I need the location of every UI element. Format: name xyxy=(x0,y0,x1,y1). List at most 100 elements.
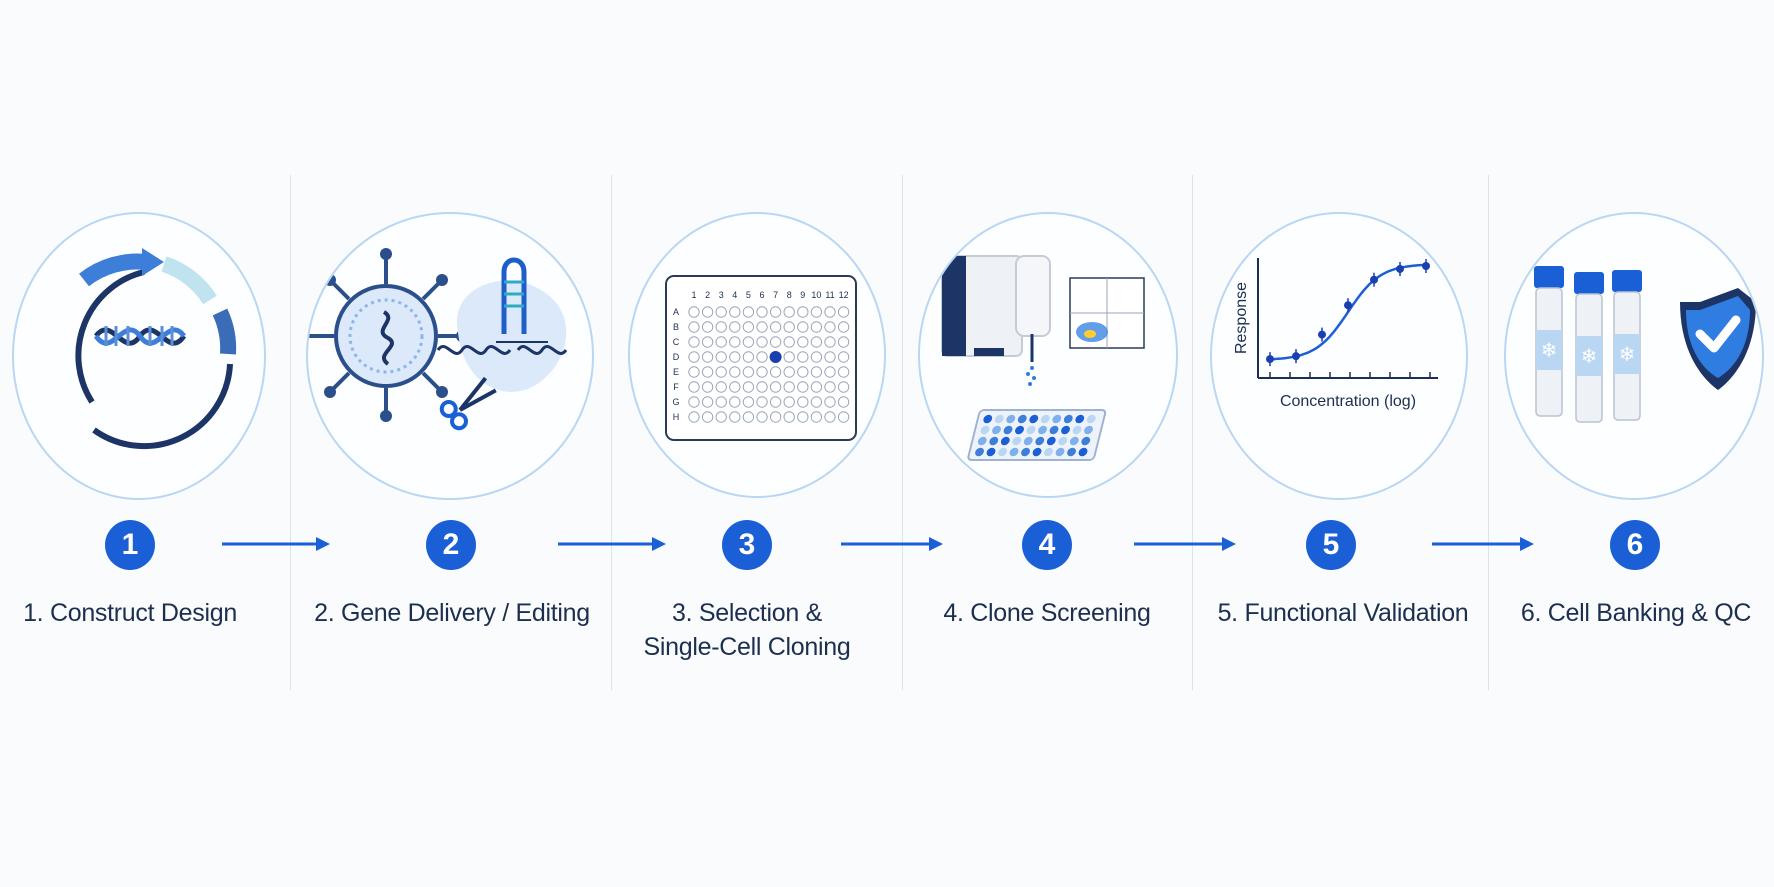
step-5-label: 5. Functional Validation xyxy=(1217,599,1469,627)
plate-column-label: 1 xyxy=(691,290,696,300)
plate-well xyxy=(769,306,782,318)
data-point xyxy=(1370,275,1378,284)
cryovial-shield-icon: ❄❄❄ xyxy=(1534,266,1756,423)
plate-well xyxy=(701,306,714,318)
plate-well xyxy=(837,381,850,393)
plate-row-label: D xyxy=(673,352,680,362)
step-divider xyxy=(902,175,903,690)
plate-well xyxy=(756,351,768,363)
plate-well xyxy=(756,336,768,348)
plate-well xyxy=(701,411,714,423)
cryovial-label xyxy=(1614,334,1640,374)
plate-well xyxy=(769,366,782,378)
step-3-number: 3 xyxy=(722,520,772,570)
step-5-number: 5 xyxy=(1306,520,1356,570)
plate-row-label: C xyxy=(673,337,680,347)
plate-well xyxy=(837,351,850,363)
arrow-right-icon xyxy=(1134,537,1236,551)
screening-well xyxy=(1000,436,1010,446)
step-3-label-line2: Single-Cell Cloning xyxy=(643,633,851,661)
screening-well xyxy=(983,414,993,424)
step-2-number: 2 xyxy=(426,520,476,570)
plate-row-label: E xyxy=(673,367,679,377)
screening-well xyxy=(1017,414,1027,424)
screening-well xyxy=(1044,447,1053,457)
screening-well xyxy=(1075,414,1085,424)
construct-design-illustration xyxy=(12,212,266,500)
step-divider xyxy=(611,175,612,690)
data-point xyxy=(1292,352,1300,361)
plate-well xyxy=(742,321,755,333)
plate-well xyxy=(797,381,809,393)
screening-well xyxy=(1029,414,1039,424)
snowflake-icon: ❄ xyxy=(1541,338,1558,362)
plate-well xyxy=(810,411,823,423)
plate-well xyxy=(837,336,850,348)
plate-well xyxy=(729,336,741,348)
plate-row-label: B xyxy=(673,322,679,332)
plate-row-label: G xyxy=(672,397,679,407)
plate-well xyxy=(824,321,836,333)
screening-well xyxy=(989,436,999,446)
plate-well xyxy=(729,366,741,378)
screening-well xyxy=(1038,425,1047,435)
screening-well xyxy=(1003,425,1013,435)
plate-well xyxy=(769,336,782,348)
cryovial-cap xyxy=(1612,270,1642,292)
step-3-label-line1: 3. Selection & xyxy=(671,599,823,627)
plate-well-selected xyxy=(769,351,782,363)
screening-well xyxy=(1021,447,1030,457)
flow-cytometer-icon xyxy=(941,255,1145,461)
plate-well xyxy=(756,366,768,378)
arrow-right-icon xyxy=(1432,537,1534,551)
dose-response-curve-icon: Response Concentration (log) xyxy=(1233,258,1438,410)
plate-column-label: 7 xyxy=(773,290,778,300)
step-4-label: 4. Clone Screening xyxy=(943,599,1151,627)
screening-well xyxy=(975,447,984,457)
plate-well xyxy=(715,321,727,333)
functional-validation-illustration: Response Concentration (log) xyxy=(1210,212,1468,500)
screening-well xyxy=(1067,447,1076,457)
plate-well xyxy=(715,351,727,363)
data-point xyxy=(1266,355,1274,364)
clone-screening-illustration xyxy=(918,212,1178,498)
data-point xyxy=(1344,301,1352,310)
plate-well xyxy=(824,306,836,318)
plate-well xyxy=(729,351,741,363)
plate-well xyxy=(742,336,755,348)
plasmid-dna-icon xyxy=(75,248,237,450)
screening-well xyxy=(1015,425,1024,435)
arrow-right-icon xyxy=(558,537,666,551)
plate-well xyxy=(810,306,823,318)
plate-column-label: 8 xyxy=(787,290,792,300)
plate-well xyxy=(837,411,850,423)
plate-well xyxy=(688,411,700,423)
plate-well xyxy=(729,381,741,393)
screening-well xyxy=(1058,436,1068,446)
screening-well xyxy=(1063,414,1073,424)
snowflake-icon: ❄ xyxy=(1619,342,1636,366)
plate-well xyxy=(701,381,714,393)
plate-well xyxy=(824,396,836,408)
screening-well xyxy=(1086,414,1096,424)
plate-well xyxy=(756,411,768,423)
plate-well xyxy=(797,351,809,363)
plate-well xyxy=(701,396,714,408)
plate-well xyxy=(742,306,755,318)
plate-well xyxy=(797,396,809,408)
screening-well xyxy=(1035,436,1045,446)
screening-well xyxy=(1026,425,1036,435)
plate-well xyxy=(797,366,809,378)
plate-well xyxy=(824,411,836,423)
plate-well xyxy=(810,351,823,363)
plate-well xyxy=(729,306,741,318)
step-4-number: 4 xyxy=(1022,520,1072,570)
plate-column-label: 2 xyxy=(705,290,710,300)
plate-column-label: 6 xyxy=(759,290,764,300)
arrow-right-icon xyxy=(222,537,330,551)
step-divider xyxy=(1488,175,1489,690)
plate-well xyxy=(769,321,782,333)
screening-well xyxy=(1023,436,1033,446)
